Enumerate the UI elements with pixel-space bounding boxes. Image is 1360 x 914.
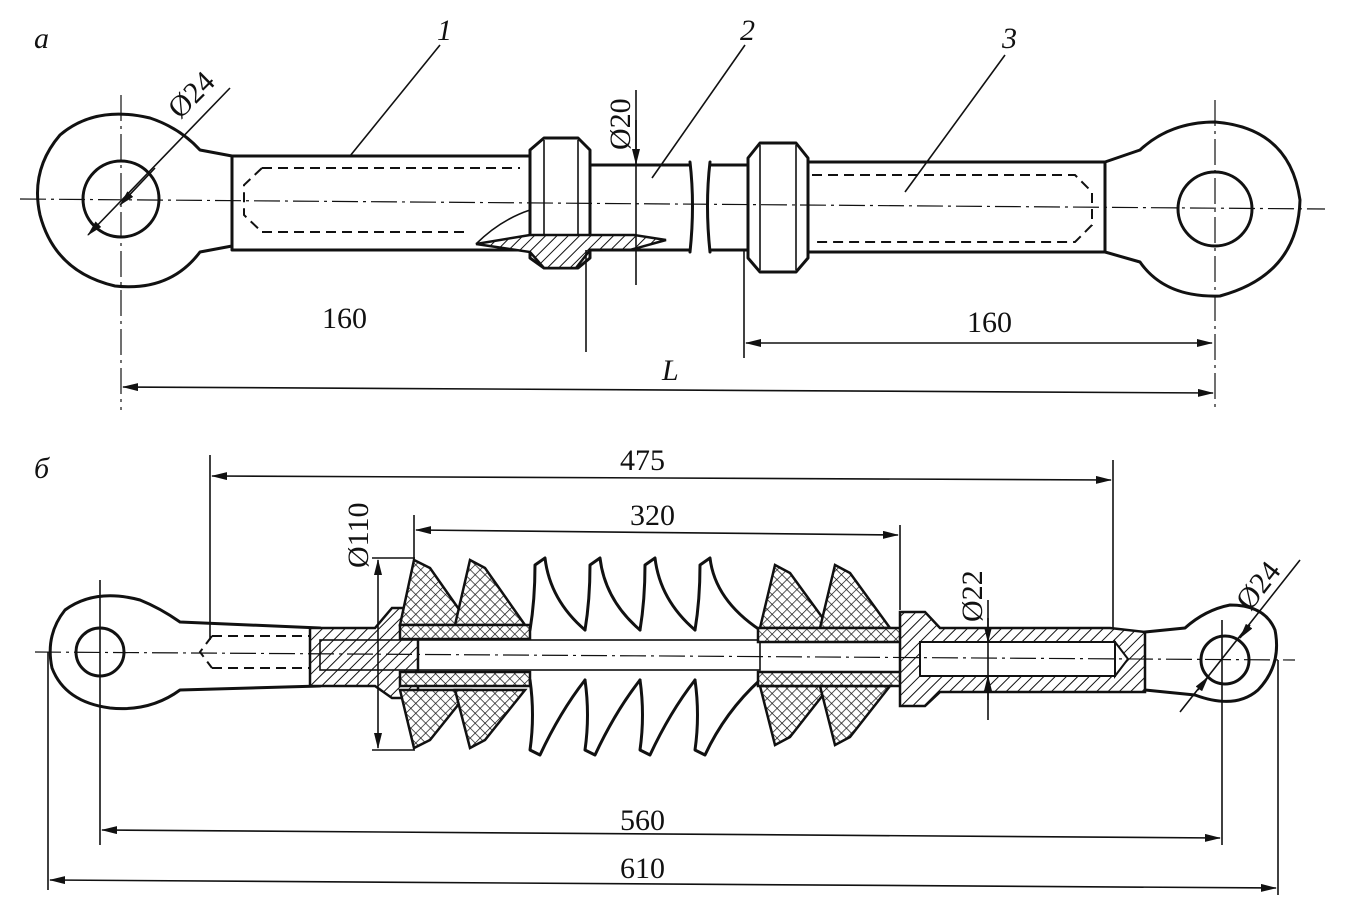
figure-b-label: б xyxy=(34,452,50,485)
callout-2: 2 xyxy=(740,14,755,47)
central-sheds xyxy=(528,556,762,757)
dim-475: 475 xyxy=(620,444,665,477)
core-rod-b xyxy=(319,639,761,671)
right-eye-fitting xyxy=(806,120,1302,298)
callout-1: 1 xyxy=(437,14,452,47)
dim-left-length: 160 xyxy=(322,302,367,335)
figure-a: а xyxy=(19,14,1326,410)
right-sheds xyxy=(756,563,920,747)
dim-610: 610 xyxy=(620,852,665,885)
callout-3: 3 xyxy=(1001,22,1017,55)
dim-320: 320 xyxy=(630,499,675,532)
left-eye-fitting xyxy=(36,112,532,289)
dim-eye-diameter-b: Ø24 xyxy=(1230,555,1288,616)
figure-a-label: а xyxy=(34,22,49,55)
figure-b: б xyxy=(34,444,1301,895)
dim-560: 560 xyxy=(620,804,665,837)
right-eye-fitting-b xyxy=(1143,603,1279,703)
dim-rod-diameter-b: Ø22 xyxy=(956,570,989,622)
rod-a xyxy=(588,160,750,254)
left-sheds xyxy=(398,558,532,750)
dim-rod-diameter-a: Ø20 xyxy=(604,98,637,150)
dim-eye-diameter-a: Ø24 xyxy=(162,65,222,125)
dim-right-length: 160 xyxy=(967,306,1012,339)
dim-total-length: L xyxy=(661,354,679,387)
dim-shed-diameter: Ø110 xyxy=(342,502,375,568)
right-collar xyxy=(746,141,810,274)
centre-axis-a xyxy=(19,198,1326,210)
centre-axis-b xyxy=(34,651,1296,661)
